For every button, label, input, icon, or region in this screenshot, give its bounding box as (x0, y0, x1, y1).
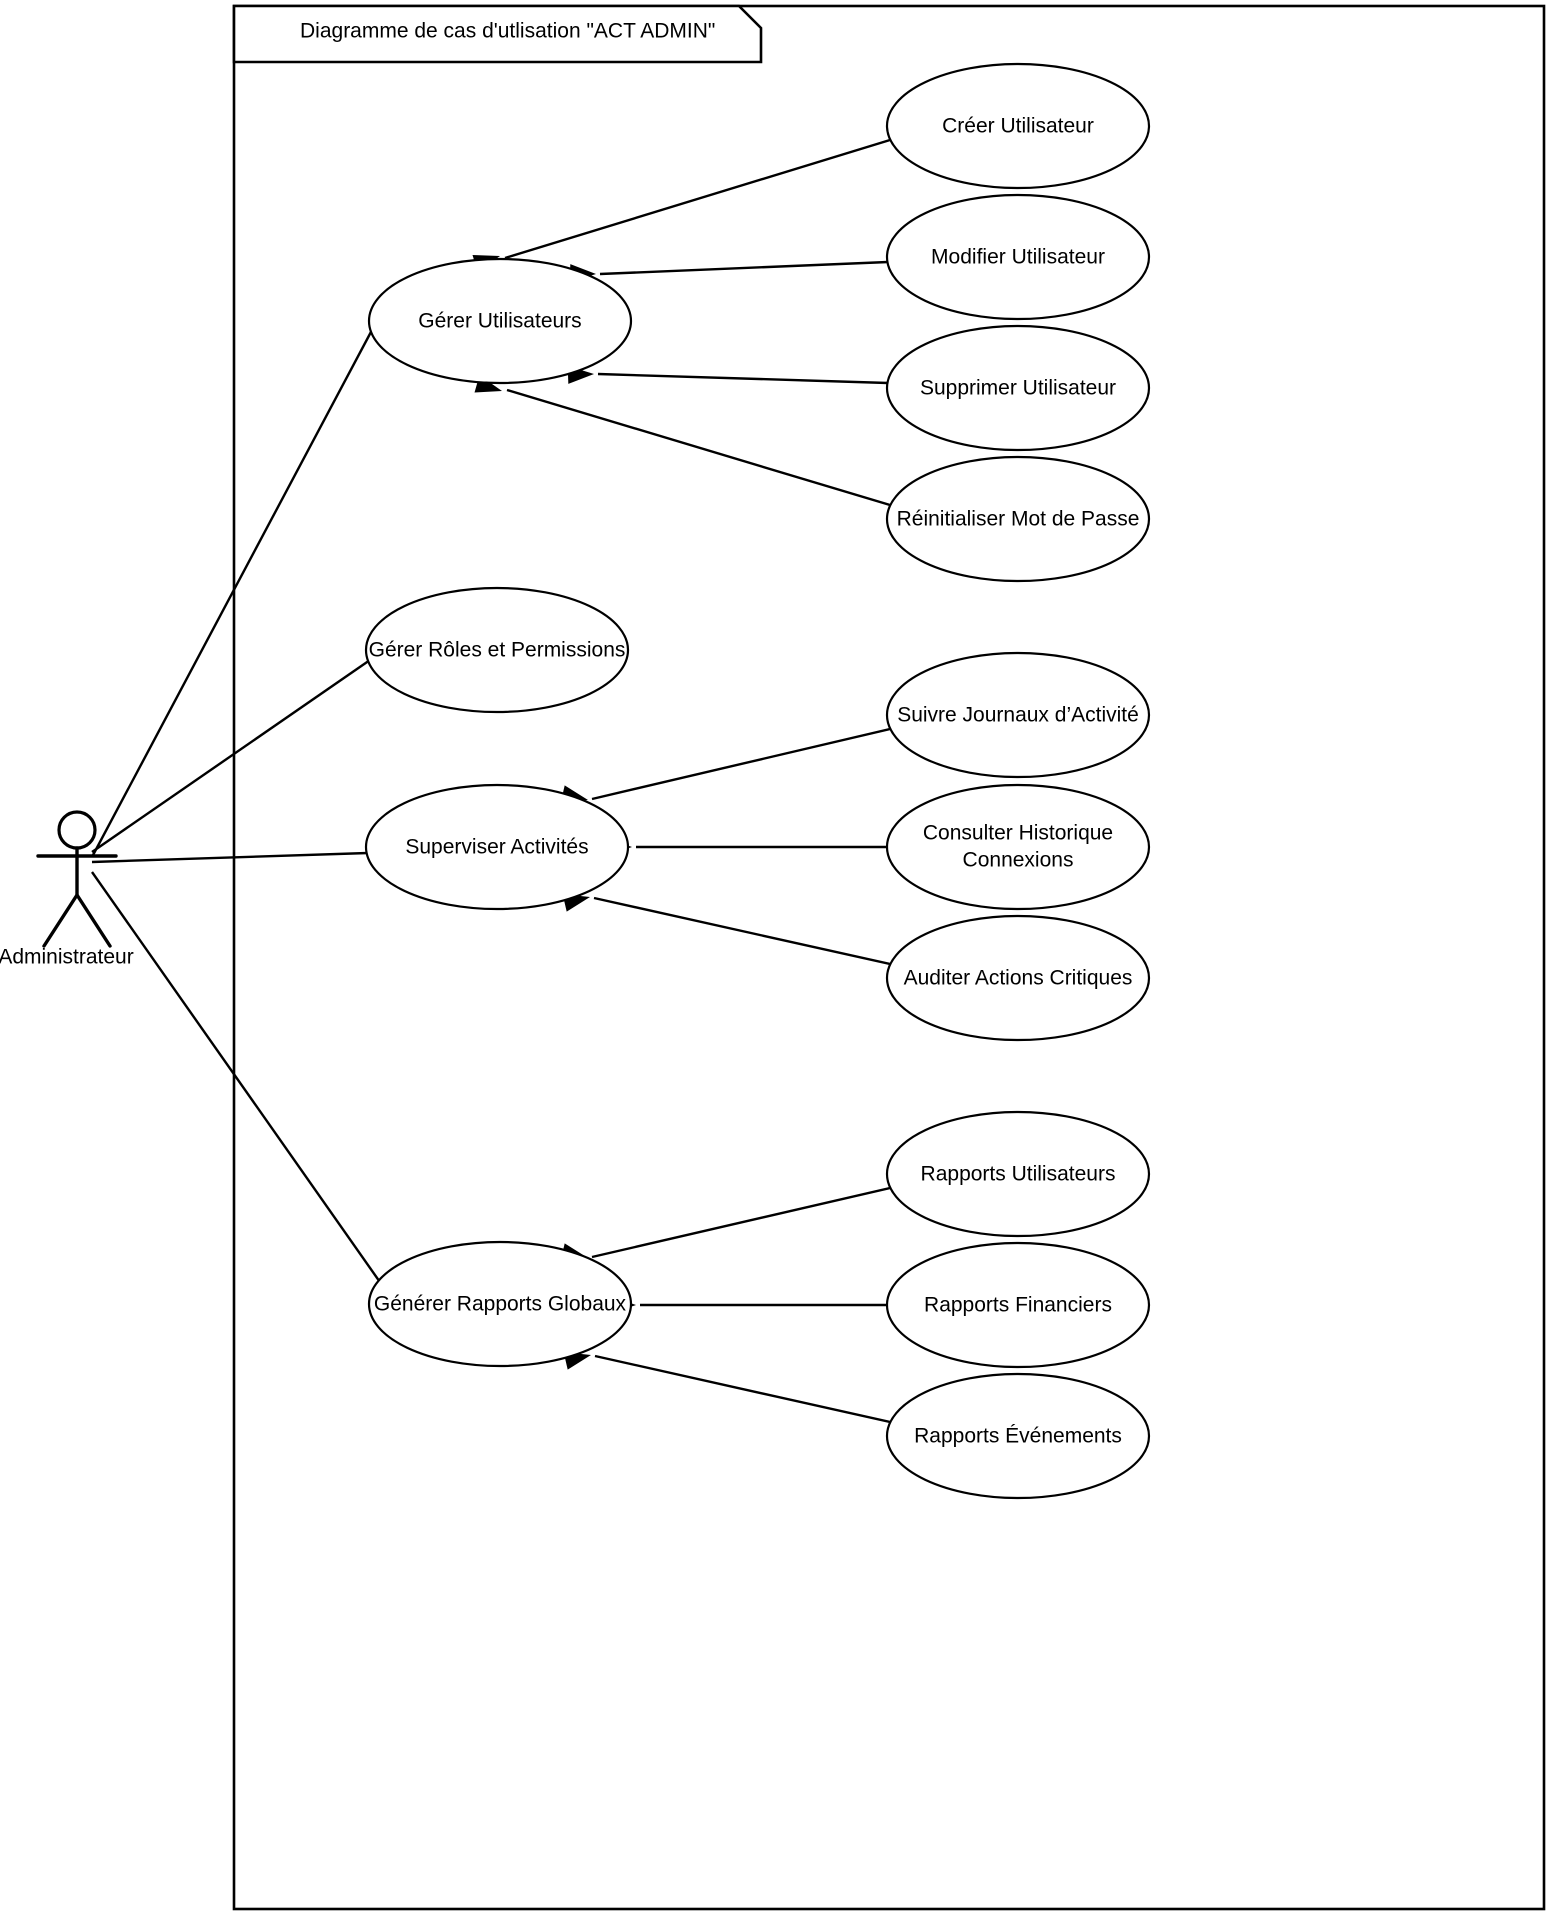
include-suivre-journaux-activite (591, 727, 891, 801)
use-case-ellipse[interactable] (364, 783, 630, 911)
actor-label: Administrateur (0, 946, 134, 969)
include-creer-utilisateur (504, 138, 891, 260)
use-case-consulter-historique-connexions[interactable]: Consulter Historique Connexions (885, 783, 1151, 911)
actor-legs-icon (42, 891, 112, 948)
use-case-ellipse[interactable] (885, 651, 1151, 779)
use-case-label: Rapports Événements (914, 1425, 1122, 1448)
use-case-ellipse[interactable] (885, 193, 1151, 321)
use-case-suivre-journaux-activite[interactable]: Suivre Journaux d’Activité (885, 651, 1151, 779)
include-auditer-actions-critiques (593, 896, 891, 966)
use-case-rapports-financiers[interactable]: Rapports Financiers (885, 1241, 1151, 1369)
include-rapports-utilisateurs (591, 1186, 891, 1259)
include-links (504, 138, 891, 1424)
include-rapports-evenements (594, 1354, 891, 1424)
use-case-label: Créer Utilisateur (942, 115, 1094, 138)
use-case-ellipse[interactable] (885, 1241, 1151, 1369)
use-case-label: Supprimer Utilisateur (920, 377, 1116, 400)
actor-head-icon (57, 810, 97, 850)
use-case-label: Gérer Utilisateurs (418, 310, 581, 333)
use-case-label: Superviser Activités (405, 836, 588, 859)
use-case-gerer-roles-permissions[interactable]: Gérer Rôles et Permissions (364, 586, 630, 714)
use-case-ellipse[interactable] (885, 62, 1151, 190)
use-case-ellipse[interactable] (367, 1240, 633, 1368)
use-case-ellipse[interactable] (885, 914, 1151, 1042)
actor-administrateur[interactable]: Administrateur (0, 810, 134, 969)
use-case-ellipse[interactable] (364, 586, 630, 714)
use-case-ellipse[interactable] (885, 783, 1151, 911)
use-case-ellipse[interactable] (885, 455, 1151, 583)
use-case-supprimer-utilisateur[interactable]: Supprimer Utilisateur (885, 324, 1151, 452)
association-admin-generer-rapports (91, 871, 383, 1286)
use-case-label: Générer Rapports Globaux (374, 1293, 627, 1316)
use-case-generer-rapports-globaux[interactable]: Générer Rapports Globaux (367, 1240, 633, 1368)
use-case-ellipse[interactable] (367, 257, 633, 385)
association-links (90, 329, 383, 1286)
use-case-label: Rapports Utilisateurs (921, 1163, 1116, 1186)
use-case-auditer-actions-critiques[interactable]: Auditer Actions Critiques (885, 914, 1151, 1042)
diagram-title-tab (232, 4, 763, 64)
use-case-gerer-utilisateurs[interactable]: Gérer Utilisateurs (367, 257, 633, 385)
include-modifier-utilisateur (599, 260, 889, 276)
use-case-label: Modifier Utilisateur (931, 246, 1105, 269)
use-case-label-line-2: Connexions (963, 849, 1074, 872)
use-case-rapports-utilisateurs[interactable]: Rapports Utilisateurs (885, 1110, 1151, 1238)
association-admin-superviser-activites (91, 851, 369, 864)
use-case-ellipse[interactable] (885, 1110, 1151, 1238)
use-case-label: Auditer Actions Critiques (904, 967, 1133, 990)
diagram-title: Diagramme de cas d'utlisation "ACT ADMIN… (300, 20, 715, 43)
include-reinitialiser-mot-de-passe (506, 388, 891, 507)
association-admin-gerer-roles (91, 659, 371, 853)
use-case-rapports-evenements[interactable]: Rapports Événements (885, 1372, 1151, 1500)
use-case-label: Réinitialiser Mot de Passe (897, 508, 1140, 531)
use-case-label-line-1: Consulter Historique (923, 822, 1113, 845)
use-case-modifier-utilisateur[interactable]: Modifier Utilisateur (885, 193, 1151, 321)
use-case-ellipse[interactable] (885, 1372, 1151, 1500)
use-case-superviser-activites[interactable]: Superviser Activités (364, 783, 630, 911)
include-supprimer-utilisateur (597, 372, 889, 385)
use-case-creer-utilisateur[interactable]: Créer Utilisateur (885, 62, 1151, 190)
association-admin-gerer-utilisateurs (90, 329, 374, 858)
use-case-label: Gérer Rôles et Permissions (369, 639, 626, 662)
use-case-ellipse[interactable] (885, 324, 1151, 452)
use-case-reinitialiser-mot-de-passe[interactable]: Réinitialiser Mot de Passe (885, 455, 1151, 583)
use-case-label: Rapports Financiers (924, 1294, 1112, 1317)
use-case-label: Suivre Journaux d’Activité (897, 704, 1139, 727)
